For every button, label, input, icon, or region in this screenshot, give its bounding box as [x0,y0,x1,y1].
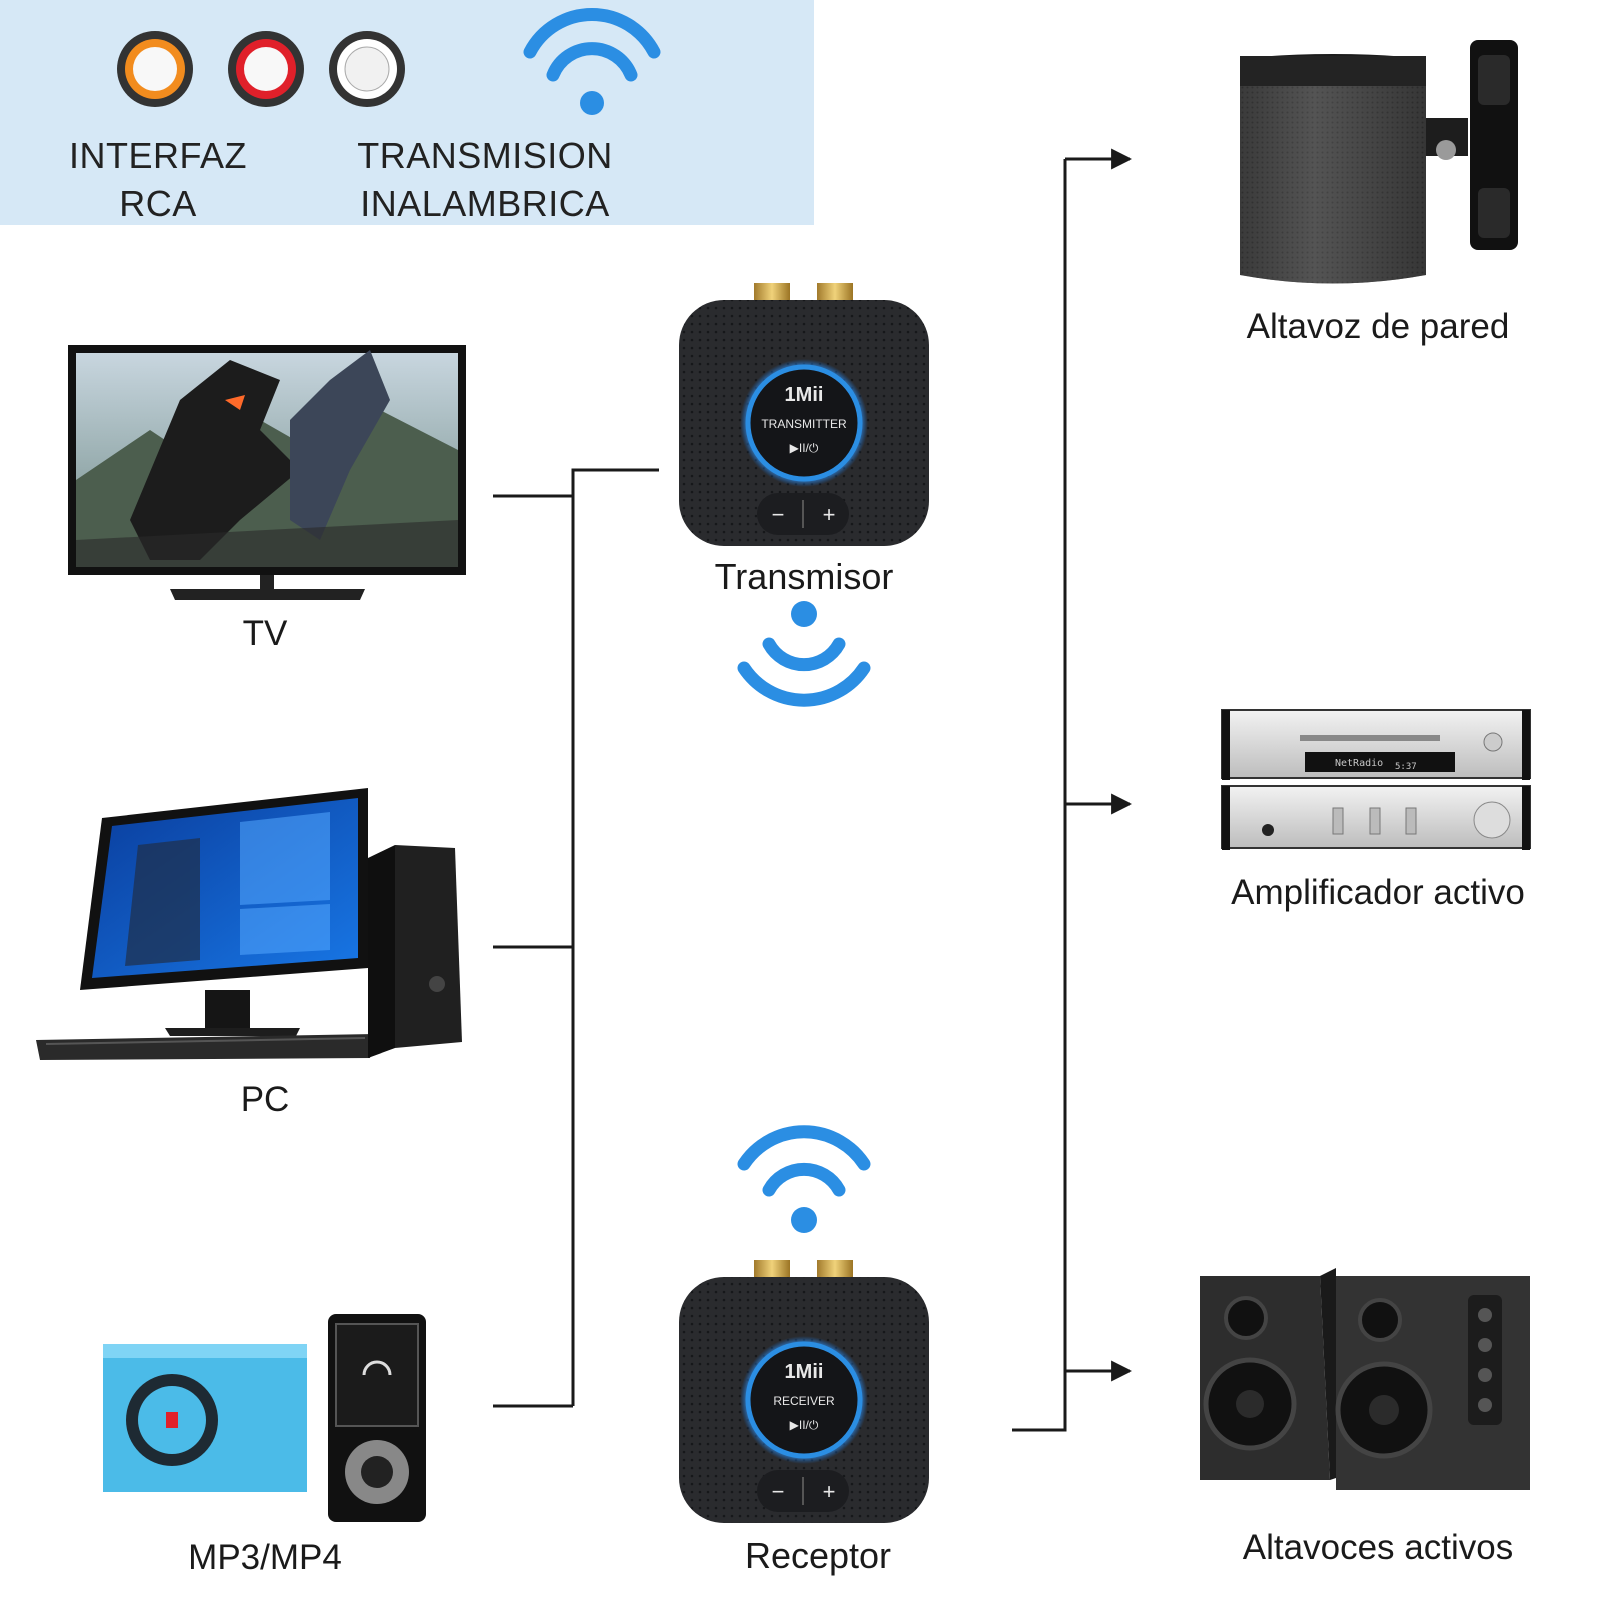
receiver-minus-button: − [772,1479,785,1504]
active-speakers-label: Altavoces activos [1242,1528,1514,1567]
wall-speaker-icon [1240,40,1518,284]
output-connector-lines [1012,148,1133,1432]
transmitter-play-text: ▶II/⏻ [790,441,819,455]
active-speakers-icon [1200,1268,1530,1490]
receiver-wifi-icon [737,1125,871,1233]
rca-white-icon [329,31,405,107]
wireless-label-line1: TRANSMISION [357,135,613,176]
transmitter-brand: 1Mii [785,384,824,406]
pc-label: PC [240,1080,290,1119]
amplifier-icon: NetRadio 5:37 [1221,709,1531,850]
transmitter-label: Transmisor [714,556,894,597]
tv-icon [68,345,466,600]
source-connector-lines [493,468,659,1408]
wireless-label: TRANSMISION INALAMBRICA [340,132,630,228]
rca-label-line2: RCA [119,183,197,224]
wall-speaker-label: Altavoz de pared [1246,307,1510,346]
wireless-label-line2: INALAMBRICA [360,183,610,224]
music-player-icon [103,1314,426,1522]
receiver-label: Receptor [744,1535,892,1576]
wifi-legend-icon [523,8,661,115]
receiver-mode-text: RECEIVER [773,1394,835,1408]
rca-orange-icon [117,31,193,107]
transmitter-plus-button: + [823,502,836,527]
amplifier-label: Amplificador activo [1231,873,1525,912]
receiver-play-text: ▶II/⏻ [790,1418,819,1432]
transmitter-device-icon [679,283,929,546]
transmitter-wifi-icon [737,601,871,707]
receiver-device-icon [679,1260,929,1523]
receiver-brand: 1Mii [785,1361,824,1383]
receiver-plus-button: + [823,1479,836,1504]
rca-label: INTERFAZ RCA [58,132,258,228]
amp-display-line2: 5:37 [1395,762,1417,772]
desktop-pc-icon [36,788,462,1060]
rca-red-icon [228,31,304,107]
transmitter-mode-text: TRANSMITTER [761,417,847,431]
amp-display-line1: NetRadio [1335,758,1383,769]
tv-label: TV [242,614,288,653]
transmitter-minus-button: − [772,502,785,527]
rca-label-line1: INTERFAZ [68,135,247,176]
mp3-label: MP3/MP4 [188,1538,342,1577]
